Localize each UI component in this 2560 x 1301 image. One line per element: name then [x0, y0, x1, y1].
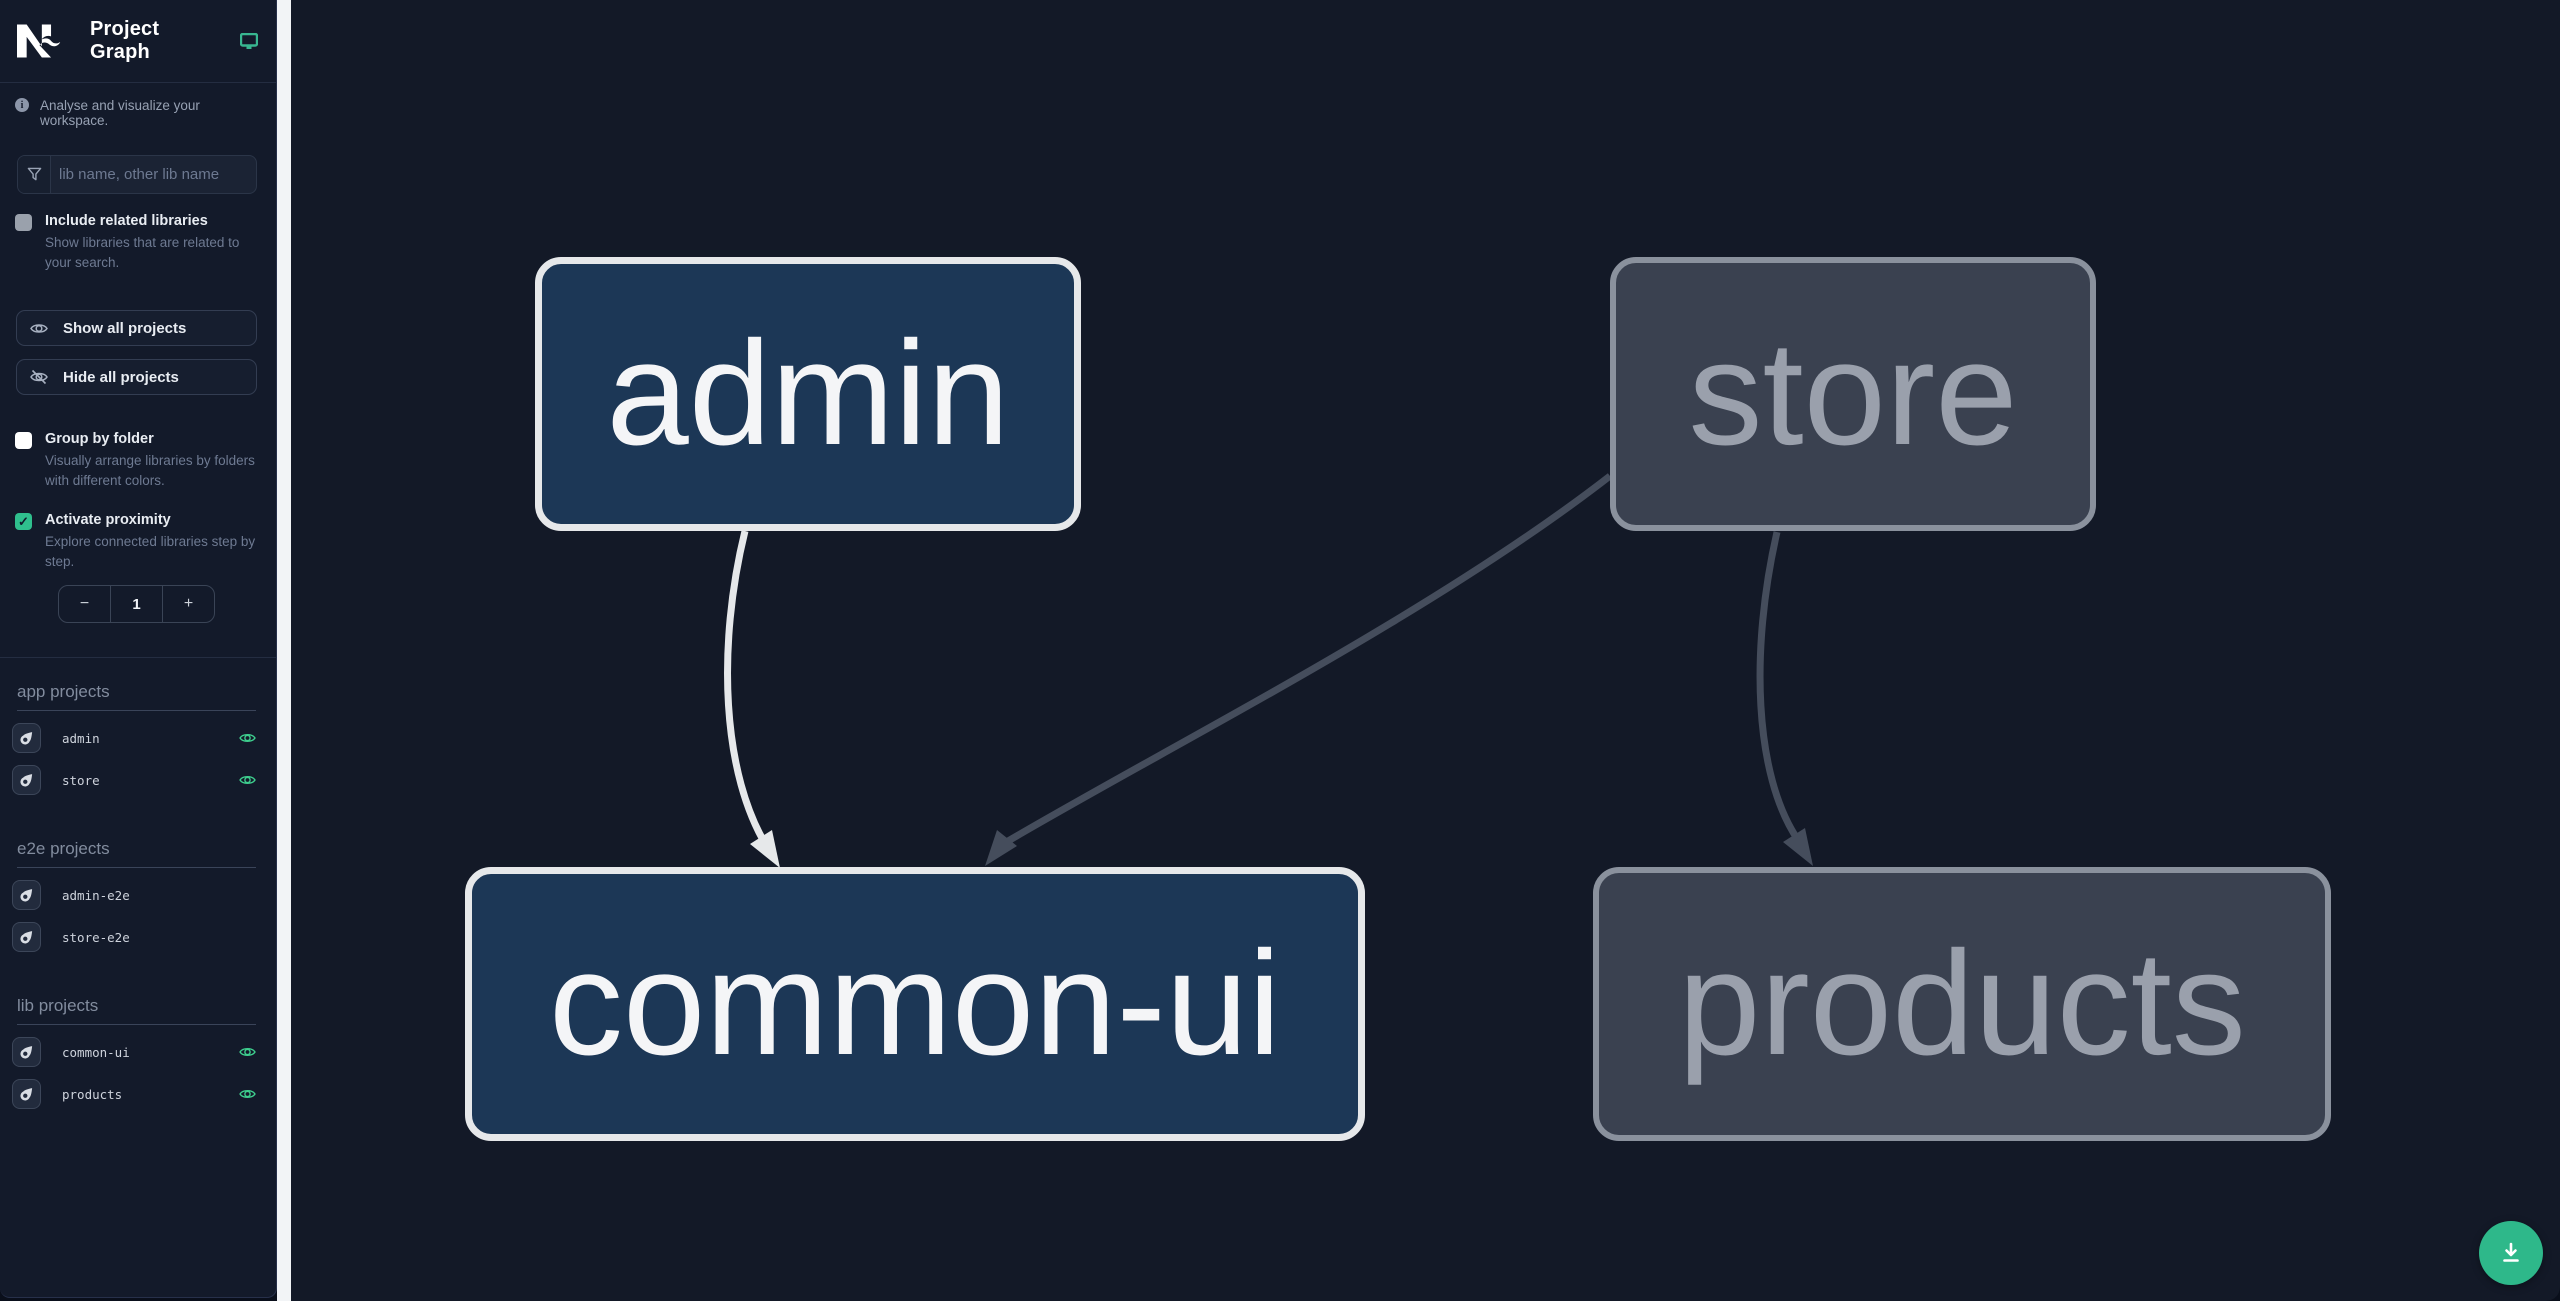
focus-icon	[20, 731, 33, 745]
sidebar-divider	[0, 657, 276, 659]
sidebar-header: Project Graph	[0, 0, 276, 83]
include-related-label: Include related libraries	[45, 213, 208, 229]
section-title: lib projects	[17, 996, 256, 1026]
focus-icon	[20, 1045, 33, 1059]
focus-icon	[20, 773, 33, 787]
group-by-folder-description: Visually arrange libraries by folders wi…	[45, 453, 255, 489]
filter-box	[17, 155, 257, 194]
focus-icon	[20, 930, 33, 944]
graph-canvas[interactable]: admin store common-ui products	[291, 0, 2560, 1301]
activate-proximity-row: ✓ Activate proximity Explore connected l…	[15, 511, 260, 572]
project-name: admin-e2e	[62, 887, 130, 903]
eye-slash-icon	[30, 369, 48, 385]
focus-icon	[20, 1087, 33, 1101]
project-name: admin	[62, 730, 100, 746]
section-title: app projects	[17, 682, 256, 712]
project-row-admin: admin	[12, 723, 256, 754]
project-visibility-eye-icon[interactable]	[239, 773, 256, 787]
proximity-decrement-button[interactable]: −	[59, 586, 110, 622]
hide-all-label: Hide all projects	[63, 368, 179, 386]
project-row-admin-e2e: admin-e2e	[12, 880, 256, 911]
project-visibility-eye-icon[interactable]	[239, 731, 256, 745]
activate-proximity-description: Explore connected libraries step by step…	[45, 534, 256, 570]
include-related-row: Include related libraries Show libraries…	[15, 212, 260, 273]
project-name: products	[62, 1086, 123, 1102]
project-visibility-eye-icon[interactable]	[239, 1087, 256, 1101]
edge-store-products	[1756, 531, 1813, 866]
show-all-projects-button[interactable]: Show all projects	[16, 310, 257, 347]
proximity-increment-button[interactable]: +	[163, 586, 214, 622]
focus-project-button[interactable]	[12, 1037, 41, 1068]
group-by-folder-row: Group by folder Visually arrange librari…	[15, 430, 260, 491]
focus-project-button[interactable]	[12, 922, 41, 953]
nx-logo	[17, 24, 63, 58]
project-name: store	[62, 772, 100, 788]
node-label: common-ui	[549, 921, 1281, 1086]
hide-all-projects-button[interactable]: Hide all projects	[16, 359, 257, 396]
filter-input[interactable]	[51, 156, 256, 193]
download-icon	[2503, 1242, 2519, 1262]
project-row-store: store	[12, 765, 256, 796]
focus-project-button[interactable]	[12, 1079, 41, 1110]
eye-icon	[30, 321, 48, 336]
graph-node-common-ui[interactable]: common-ui	[465, 867, 1365, 1141]
monitor-icon	[240, 32, 258, 50]
include-related-description: Show libraries that are related to your …	[45, 235, 240, 271]
download-image-button[interactable]	[2479, 1221, 2543, 1285]
dependency-edges	[724, 473, 1813, 868]
node-label: products	[1678, 921, 2246, 1086]
proximity-value: 1	[110, 586, 163, 623]
project-name: common-ui	[62, 1044, 130, 1060]
focus-project-button[interactable]	[12, 765, 41, 796]
edge-store-common-ui	[985, 473, 1613, 866]
section-e2e-projects: e2e projects admin-e2e store-	[0, 839, 276, 953]
show-all-label: Show all projects	[63, 319, 187, 337]
project-row-products: products	[12, 1079, 256, 1110]
tagline-text: Analyse and visualize your workspace.	[40, 98, 200, 128]
focus-project-button[interactable]	[12, 880, 41, 911]
group-by-folder-label: Group by folder	[45, 431, 154, 448]
section-app-projects: app projects admin	[0, 682, 276, 796]
sidebar: Project Graph i Analyse and visualize yo…	[0, 0, 277, 1298]
tagline: i Analyse and visualize your workspace.	[15, 98, 260, 128]
focus-icon	[20, 888, 33, 902]
project-name: store-e2e	[62, 929, 130, 945]
project-visibility-eye-icon[interactable]	[239, 1045, 256, 1059]
edge-admin-common-ui	[724, 530, 780, 868]
info-icon: i	[15, 98, 29, 112]
focus-project-button[interactable]	[12, 723, 41, 754]
section-lib-projects: lib projects common-ui	[0, 996, 276, 1110]
section-title: e2e projects	[17, 839, 256, 869]
sidebar-resize-handle[interactable]	[277, 0, 291, 1301]
node-label: store	[1688, 311, 2018, 476]
activate-proximity-label: Activate proximity	[45, 512, 171, 529]
graph-node-admin[interactable]: admin	[535, 257, 1081, 531]
graph-node-products[interactable]: products	[1593, 867, 2331, 1141]
page-title: Project Graph	[90, 18, 160, 63]
group-by-folder-checkbox[interactable]	[15, 432, 32, 450]
project-row-common-ui: common-ui	[12, 1037, 256, 1068]
activate-proximity-checkbox[interactable]: ✓	[15, 513, 32, 531]
funnel-icon	[18, 156, 51, 193]
include-related-checkbox[interactable]	[15, 214, 32, 231]
node-label: admin	[606, 311, 1010, 476]
proximity-stepper: − 1 +	[58, 585, 215, 624]
project-row-store-e2e: store-e2e	[12, 922, 256, 953]
graph-node-store[interactable]: store	[1610, 257, 2096, 531]
